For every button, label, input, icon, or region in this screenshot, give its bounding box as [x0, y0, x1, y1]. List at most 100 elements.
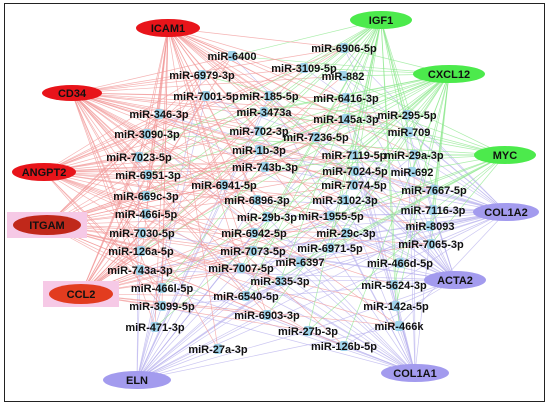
mirna-label-layer: miR-6400miR-6906-5pmiR-6979-3pmiR-3109-5…: [106, 43, 467, 356]
gene-label: COL1A2: [484, 207, 527, 219]
edge-itgam-mir-295-5p: [46, 114, 408, 226]
mirna-marker: [410, 150, 418, 160]
edge-igf1-mir-145a-3p: [345, 19, 382, 120]
edge-eln-mir-3099-5p: [136, 305, 163, 381]
edge-layer: [43, 19, 507, 381]
mirna-marker: [158, 301, 166, 311]
edge-ccl2-mir-7236-5p: [80, 136, 317, 295]
mirna-node-label: miR-6951-3p: [115, 170, 181, 182]
mirna-node-label: miR-466d-5p: [367, 258, 433, 270]
mirna-node-label: miR-29a-3p: [384, 150, 444, 162]
gene-ellipse: [136, 19, 200, 37]
edge-cd34-mir-466k: [71, 92, 400, 327]
edge-acta2-mir-3102-3p: [344, 199, 456, 281]
mirna-marker: [426, 221, 434, 231]
edge-ccl2-mir-669c-3p: [80, 195, 147, 295]
mirna-node-label: miR-3090-3p: [114, 129, 180, 141]
gene-node-igf1: IGF1: [350, 11, 412, 29]
mirna-node-label: miR-743b-3p: [232, 162, 298, 174]
edge-cd34-mir-669c-3p: [71, 92, 147, 197]
mirna-marker: [261, 162, 269, 172]
edge-myc-mir-3473a: [263, 111, 506, 156]
mirna-marker: [242, 291, 250, 301]
gene-ellipse: [103, 371, 171, 389]
mirna-node-label: miR-7073-5p: [220, 246, 286, 258]
mirna-node-label: miR-709: [388, 127, 431, 139]
edge-col1a2-mir-466d-5p: [399, 211, 507, 264]
mirna-node-label: miR-27a-3p: [188, 344, 248, 356]
mirna-marker: [342, 93, 350, 103]
edge-angpt2-mir-3102-3p: [43, 171, 346, 201]
gene-node-itgam: ITGAM: [7, 212, 87, 238]
mirna-node-label: miR-7024-5p: [322, 166, 388, 178]
mirna-node-label: miR-6906-5p: [311, 43, 377, 55]
mirna-node-label: miR-7007-5p: [208, 263, 274, 275]
mirna-node-label: miR-466l-5p: [131, 283, 194, 295]
edge-col1a2-mir-6896-3p: [256, 199, 507, 213]
gene-ellipse: [49, 284, 113, 304]
edge-cxcl12-mir-466l-5p: [161, 73, 450, 289]
gene-label: ANGPT2: [22, 167, 67, 179]
edge-eln-mir-27b-3p: [136, 330, 309, 381]
mirna-marker: [340, 341, 348, 351]
edge-icam1-mir-3099-5p: [161, 27, 169, 307]
edge-icam1-mir-7065-3p: [167, 27, 432, 245]
edge-cxcl12-mir-29c-3p: [345, 73, 450, 234]
edge-igf1-mir-6540-5p: [245, 19, 382, 297]
mirna-node-label: miR-185-5p: [239, 91, 299, 103]
mirna-marker: [265, 91, 273, 101]
edge-angpt2-mir-1955-5p: [43, 171, 332, 217]
gene-ellipse: [12, 163, 76, 181]
edge-col1a1-mir-6416-3p: [345, 97, 416, 374]
edge-eln-mir-6941-5p: [136, 184, 225, 381]
gene-ellipse: [413, 65, 485, 83]
mirna-marker: [429, 205, 437, 215]
edge-acta2-mir-7116-3p: [432, 209, 456, 281]
mirna-marker: [351, 166, 359, 176]
gene-node-col1a1: COL1A1: [381, 364, 449, 382]
mirna-marker: [237, 263, 245, 273]
gene-ellipse: [473, 203, 539, 221]
edge-icam1-mir-6903-3p: [167, 27, 268, 316]
gene-label: MYC: [493, 150, 518, 162]
gene-node-acta2: ACTA2: [424, 271, 486, 289]
mirna-node-label: miR-346-3p: [129, 109, 189, 121]
mirna-marker: [155, 109, 163, 119]
mirna-node-label: miR-29b-3p: [237, 212, 297, 224]
mirna-marker: [142, 209, 150, 219]
edge-eln-mir-743a-3p: [136, 269, 141, 381]
edge-itgam-mir-7001-5p: [46, 95, 207, 226]
edge-cd34-mir-702-3p: [71, 92, 260, 132]
mirna-marker: [253, 195, 261, 205]
edge-angpt2-mir-3099-5p: [43, 171, 163, 307]
mirna-marker: [408, 167, 416, 177]
edge-igf1-mir-7023-5p: [138, 19, 382, 158]
edge-col1a1-mir-743a-3p: [139, 269, 416, 374]
edge-col1a2-mir-466k: [398, 211, 507, 327]
edge-col1a2-mir-5624-3p: [393, 211, 507, 286]
mirna-node-label: miR-7030-5p: [109, 228, 175, 240]
edge-icam1-mir-7024-5p: [167, 27, 356, 172]
mirna-node-label: miR-7074-5p: [321, 180, 387, 192]
mirna-marker: [339, 71, 347, 81]
gene-node-myc: MYC: [474, 146, 536, 164]
edge-cd34-mir-743a-3p: [71, 92, 141, 271]
edge-col1a1-mir-295-5p: [406, 114, 416, 374]
edge-angpt2-mir-145a-3p: [43, 118, 347, 173]
edge-eln-mir-7007-5p: [136, 267, 242, 381]
edge-acta2-mir-126b-5p: [343, 279, 456, 347]
gene-node-eln: ELN: [103, 371, 171, 389]
gene-ellipse: [13, 215, 81, 235]
mirna-marker: [151, 322, 159, 332]
edge-angpt2-mir-7024-5p: [43, 170, 356, 173]
mirna-node-label: miR-702-3p: [229, 126, 289, 138]
mirna-node-label: miR-6942-5p: [221, 228, 287, 240]
edge-itgam-mir-142a-5p: [46, 224, 397, 307]
edge-icam1-mir-6942-5p: [167, 27, 255, 234]
gene-node-cxcl12: CXCL12: [413, 65, 485, 83]
gene-node-ccl2: CCL2: [43, 281, 119, 307]
edge-myc-mir-6397: [299, 154, 506, 263]
edge-cd34-mir-6400: [71, 55, 233, 94]
edge-col1a1-mir-7116-3p: [414, 209, 434, 374]
